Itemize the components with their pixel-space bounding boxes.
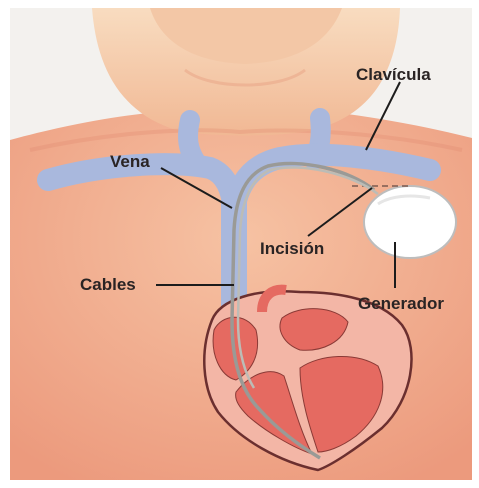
label-clavicle: Clavícula <box>356 65 431 84</box>
label-leads: Cables <box>80 275 136 294</box>
pacemaker-generator <box>364 186 456 258</box>
label-incision: Incisión <box>260 239 324 258</box>
label-generator: Generador <box>358 294 444 313</box>
label-vein: Vena <box>110 152 150 171</box>
